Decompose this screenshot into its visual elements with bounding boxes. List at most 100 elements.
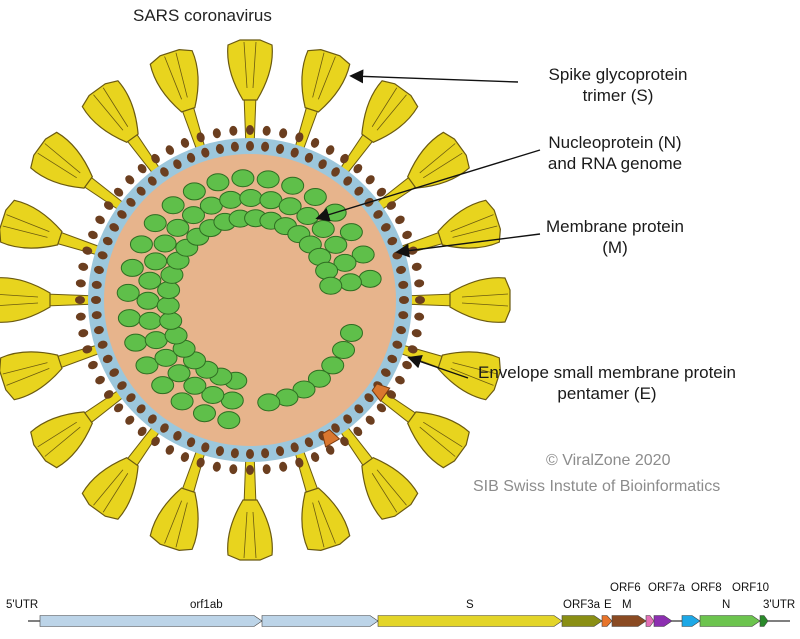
credit-line2: SIB Swiss Instute of Bioinformatics [473, 478, 721, 495]
nucleoprotein [231, 169, 255, 188]
lipid-head [325, 445, 335, 455]
nucleoprotein [138, 311, 162, 330]
lipid-head [126, 197, 136, 207]
lipid-head [325, 145, 335, 155]
lipid-head [411, 262, 422, 271]
nucleoprotein [143, 214, 167, 233]
lipid-head [97, 251, 108, 260]
nucleoprotein [144, 252, 168, 271]
gene-label-orf8: ORF8 [691, 582, 722, 594]
lipid-head [276, 446, 285, 457]
lipid-head [165, 145, 175, 155]
lipid-head [262, 125, 271, 136]
lipid-head [246, 449, 254, 459]
lipid-head [318, 159, 327, 169]
lipid-head [395, 215, 405, 225]
nucleoprotein [201, 385, 225, 404]
lipid-head [125, 415, 135, 425]
spike-glycoprotein [0, 277, 99, 323]
lipid-head [261, 448, 270, 459]
lipid-head [102, 354, 113, 364]
nucleoprotein [206, 173, 230, 192]
lipid-head [147, 414, 157, 424]
lipid-head [113, 187, 124, 197]
lipid-head [125, 175, 135, 185]
lipid-head [353, 163, 363, 174]
lipid-head [414, 279, 425, 288]
gene-label-orf3a: ORF3a [563, 599, 601, 611]
spike-glycoprotein [335, 80, 419, 181]
label-nucleoprotein-line2: and RNA genome [547, 154, 683, 174]
lipid-head [75, 296, 85, 304]
lipid-head [376, 403, 387, 413]
arrow-layer [315, 69, 541, 379]
lipid-head [295, 457, 304, 468]
arrow-envelope [407, 355, 469, 379]
lipid-head [230, 448, 239, 459]
nucleoprotein [154, 348, 178, 367]
lipid-head [196, 457, 205, 468]
nucleoprotein [182, 206, 206, 225]
lipid-head [230, 141, 239, 152]
gene-orf6 [645, 615, 655, 627]
nucleoprotein [303, 187, 327, 206]
spike-glycoprotein [81, 419, 165, 520]
lipid-head [343, 176, 353, 186]
lipid-head [180, 452, 190, 462]
lipid-head [396, 265, 407, 274]
genome-label-5utr: 5'UTR [6, 599, 39, 611]
lipid-head [398, 311, 409, 320]
lipid-head [102, 236, 113, 246]
lipid-head [290, 442, 299, 453]
lipid-head [97, 340, 108, 349]
lipid-head [246, 465, 254, 475]
lipid-head [201, 147, 210, 158]
spike-glycoprotein [292, 49, 351, 158]
gene-label-m: M [622, 599, 632, 611]
nucleoprotein [256, 170, 280, 189]
lipid-head [137, 163, 147, 174]
lipid-head [310, 138, 320, 148]
nucleoprotein [324, 235, 348, 254]
label-spike-line2: trimer (S) [582, 86, 654, 106]
lipid-head [88, 360, 98, 370]
lipid-head [262, 464, 271, 475]
credit-line1: © ViralZone 2020 [546, 452, 671, 469]
lipid-head [340, 436, 349, 447]
lipid-head [414, 312, 425, 321]
nucleoprotein [339, 223, 363, 242]
lipid-head [411, 329, 422, 338]
lipid-head [354, 404, 364, 414]
lipid-head [91, 280, 102, 289]
gene-label-orf6: ORF6 [610, 582, 641, 594]
lipid-head [295, 132, 304, 143]
nucleoprotein [135, 356, 159, 375]
nucleoprotein [311, 220, 335, 239]
lipid-head [353, 426, 363, 437]
lipid-head [109, 368, 119, 377]
lipid-head [304, 437, 314, 448]
lipid-head [201, 442, 210, 453]
genome-layer [28, 615, 790, 627]
gene-n [699, 615, 761, 627]
lipid-head [340, 153, 349, 164]
envelope-protein-pentamer [371, 383, 391, 403]
gene-label-orf1ab: orf1ab [190, 599, 223, 611]
gene-label-orf7a: ORF7a [648, 582, 686, 594]
label-membrane-line2: (M) [602, 238, 628, 258]
lipid-head [186, 437, 196, 448]
lipid-head [246, 125, 254, 135]
label-envelope-line2: pentamer (E) [557, 384, 657, 404]
lipid-head [376, 187, 387, 197]
lipid-head [276, 143, 285, 154]
nucleoprotein [220, 391, 244, 410]
nucleoprotein [257, 393, 281, 412]
lipid-head [93, 265, 104, 274]
gene-orf1ab-part1 [39, 615, 263, 627]
nucleoprotein [156, 296, 180, 315]
lipid-head [196, 132, 205, 143]
nucleoprotein [199, 196, 223, 215]
lipid-head [117, 210, 127, 219]
nucleoprotein [116, 283, 140, 302]
